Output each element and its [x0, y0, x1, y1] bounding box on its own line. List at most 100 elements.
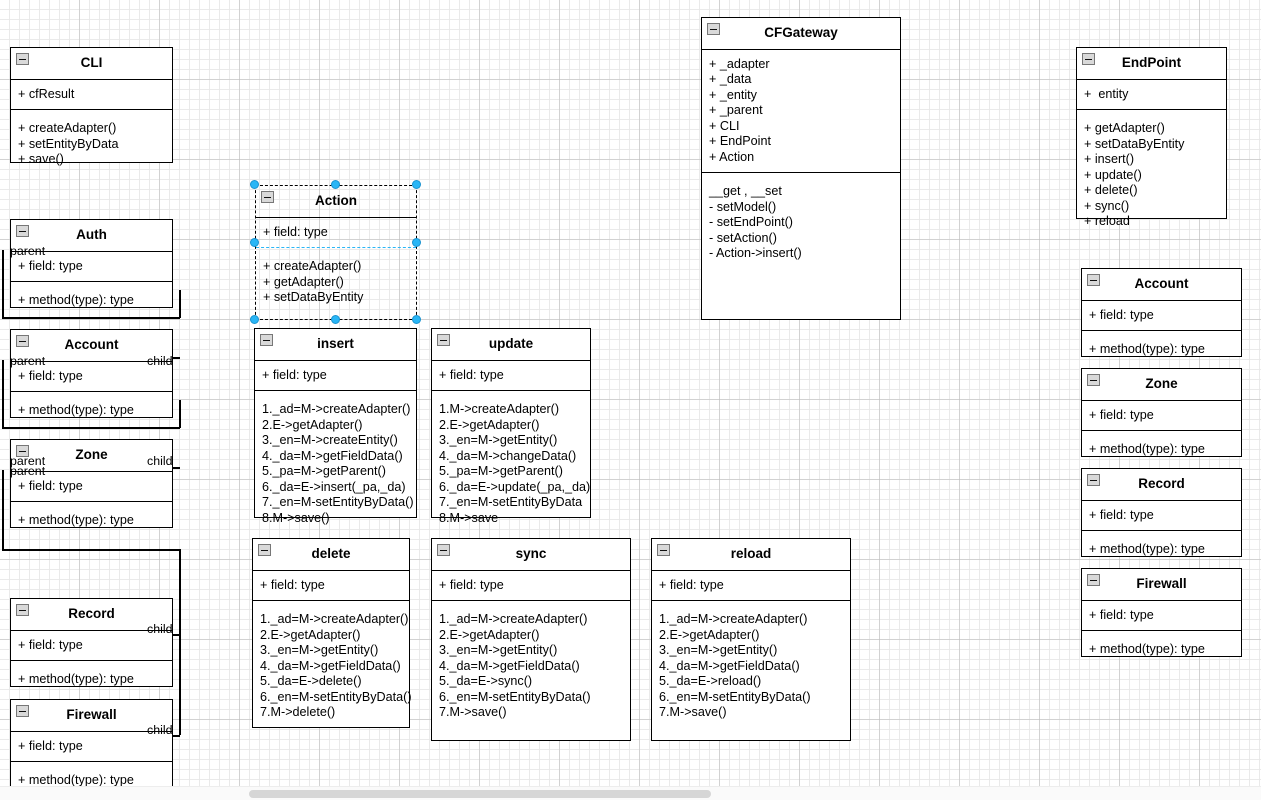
- collapse-icon[interactable]: [1082, 53, 1095, 65]
- collapse-icon[interactable]: [707, 23, 720, 35]
- attribute-row: + field: type: [262, 367, 327, 382]
- collapse-icon[interactable]: [1087, 574, 1100, 586]
- class-title-bar: sync: [432, 539, 630, 571]
- method-row: 4._da=M->getFieldData(): [262, 448, 403, 463]
- uml-class-cli[interactable]: CLI+ cfResult+ createAdapter()+ setEntit…: [10, 47, 173, 166]
- selection-handle-6[interactable]: [330, 314, 340, 324]
- class-methods: __get , __set- setModel()- setEndPoint()…: [702, 172, 900, 269]
- class-attributes: + field: type: [1082, 501, 1241, 531]
- class-title-bar: insert: [255, 329, 416, 361]
- class-name: Firewall: [1136, 576, 1187, 591]
- edge-label-auth-parent: parent: [10, 244, 46, 258]
- horizontal-scrollbar-track[interactable]: [0, 786, 1261, 800]
- method-row: - setAction(): [709, 230, 777, 245]
- connector-c1-v-left[interactable]: [2, 250, 4, 318]
- method-row: 4._da=M->changeData(): [439, 448, 577, 463]
- collapse-icon[interactable]: [1087, 474, 1100, 486]
- uml-class-action[interactable]: Action+ field: type+ createAdapter()+ ge…: [255, 185, 417, 320]
- uml-class-firewall-left[interactable]: Firewall+ field: type+ method(type): typ…: [10, 699, 173, 788]
- selection-handle-1[interactable]: [330, 179, 340, 189]
- class-methods: 1.M->createAdapter()2.E->getAdapter()3._…: [432, 390, 590, 533]
- selection-handle-5[interactable]: [249, 314, 259, 324]
- connector-c2-v-right[interactable]: [179, 400, 181, 428]
- class-name: sync: [515, 546, 547, 561]
- method-row: 6._en=M-setEntityByData(): [659, 689, 811, 704]
- collapse-icon[interactable]: [1087, 274, 1100, 286]
- connector-c3-h-bot[interactable]: [2, 549, 180, 551]
- class-name: Zone: [1145, 376, 1178, 391]
- collapse-icon[interactable]: [16, 225, 29, 237]
- method-row: 2.E->getAdapter(): [439, 627, 540, 642]
- connector-c3-v-left[interactable]: [2, 470, 4, 550]
- uml-class-record-left[interactable]: Record+ field: type+ method(type): type: [10, 598, 173, 687]
- collapse-icon[interactable]: [16, 705, 29, 717]
- class-name: Action: [315, 193, 357, 208]
- method-row: 6._da=E->insert(_pa,_da): [262, 479, 406, 494]
- uml-class-cfgateway[interactable]: CFGateway+ _adapter+ _data+ _entity+ _pa…: [701, 17, 901, 320]
- collapse-icon[interactable]: [1087, 374, 1100, 386]
- uml-class-auth[interactable]: Auth+ field: type+ method(type): type: [10, 219, 173, 308]
- method-row: 2.E->getAdapter(): [659, 627, 760, 642]
- method-row: + insert(): [1084, 152, 1135, 166]
- class-title-bar: Zone: [11, 440, 172, 472]
- method-row: 5._da=E->sync(): [439, 674, 533, 688]
- connector-c4-v-join[interactable]: [179, 634, 181, 735]
- collapse-icon[interactable]: [437, 334, 450, 346]
- selection-handle-7[interactable]: [411, 314, 421, 324]
- connector-c1-v-right[interactable]: [179, 290, 181, 318]
- method-row: 5._da=E->reload(): [659, 674, 762, 688]
- attribute-row: + _entity: [709, 87, 757, 102]
- class-title-bar: EndPoint: [1077, 48, 1226, 80]
- connector-c3-v-right[interactable]: [179, 549, 181, 635]
- selection-handle-2[interactable]: [411, 179, 421, 189]
- selection-handle-4[interactable]: [411, 238, 421, 248]
- method-row: 1._ad=M->createAdapter(): [659, 612, 808, 626]
- class-attributes: + field: type: [1082, 601, 1241, 631]
- uml-class-zone-left[interactable]: Zone+ field: type+ method(type): type: [10, 439, 173, 528]
- uml-class-zone-right[interactable]: Zone+ field: type+ method(type): type: [1081, 368, 1242, 457]
- selection-handle-3[interactable]: [249, 238, 259, 248]
- class-name: Record: [1138, 476, 1185, 491]
- collapse-icon[interactable]: [258, 544, 271, 556]
- class-methods: + method(type): type: [1082, 530, 1241, 565]
- attribute-row: + field: type: [18, 478, 83, 493]
- collapse-icon[interactable]: [16, 335, 29, 347]
- method-row: - setEndPoint(): [709, 215, 793, 229]
- method-row: 7._en=M-setEntityByData(): [262, 495, 414, 509]
- collapse-icon[interactable]: [260, 334, 273, 346]
- collapse-icon[interactable]: [16, 604, 29, 616]
- class-attributes: + field: type: [11, 252, 172, 282]
- class-name: Auth: [76, 227, 107, 242]
- class-attributes: + field: type: [11, 472, 172, 502]
- selection-handle-0[interactable]: [249, 179, 259, 189]
- class-name: CLI: [80, 55, 103, 70]
- uml-class-record-right[interactable]: Record+ field: type+ method(type): type: [1081, 468, 1242, 557]
- collapse-icon[interactable]: [16, 445, 29, 457]
- horizontal-scrollbar-thumb[interactable]: [249, 790, 711, 798]
- class-title-bar: Auth: [11, 220, 172, 252]
- class-attributes: + field: type: [432, 571, 630, 601]
- class-methods: + createAdapter()+ setEntityByData+ save…: [11, 109, 172, 175]
- class-methods: + getAdapter()+ setDataByEntity+ insert(…: [1077, 109, 1226, 237]
- class-attributes: + field: type: [256, 218, 416, 248]
- connector-c2-v-left[interactable]: [2, 360, 4, 428]
- uml-class-endpoint[interactable]: EndPoint+ entity+ getAdapter()+ setDataB…: [1076, 47, 1227, 228]
- class-methods: + method(type): type: [1082, 630, 1241, 665]
- uml-class-firewall-right[interactable]: Firewall+ field: type+ method(type): typ…: [1081, 568, 1242, 657]
- uml-class-account-left[interactable]: Account+ field: type+ method(type): type: [10, 329, 173, 418]
- collapse-icon[interactable]: [16, 53, 29, 65]
- edge-label-account-child: child: [147, 354, 173, 368]
- collapse-icon[interactable]: [657, 544, 670, 556]
- uml-class-account-right[interactable]: Account+ field: type+ method(type): type: [1081, 268, 1242, 357]
- collapse-icon[interactable]: [261, 191, 274, 203]
- collapse-icon[interactable]: [437, 544, 450, 556]
- connector-c1-h-bot[interactable]: [2, 317, 180, 319]
- connector-c2-h-bot[interactable]: [2, 427, 180, 429]
- class-title-bar: Record: [1082, 469, 1241, 501]
